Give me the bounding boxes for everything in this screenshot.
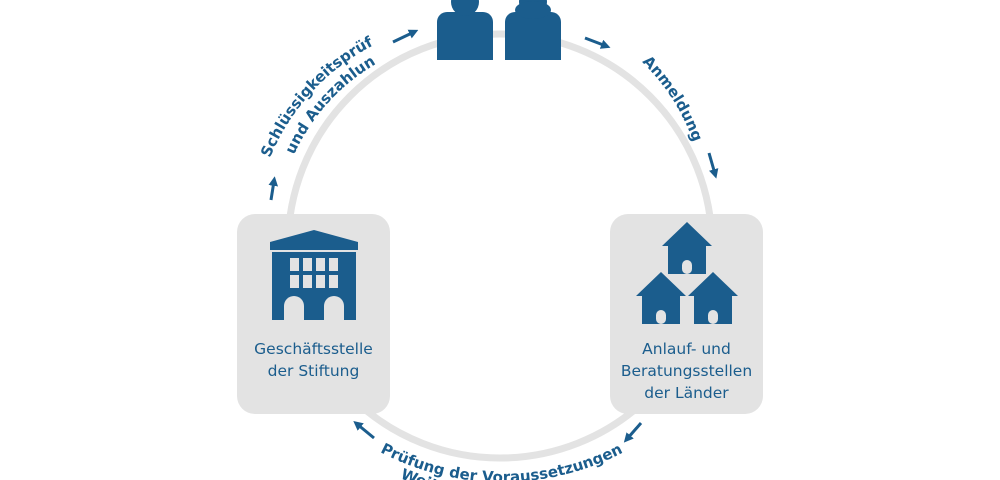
arrow-icon xyxy=(707,152,719,179)
arrow-icon xyxy=(353,420,375,440)
node-foundation-office: Geschäftsstelle der Stiftung xyxy=(237,214,390,414)
arrow-icon xyxy=(392,29,419,44)
node-regional-offices: Anlauf- und Beratungsstellen der Länder xyxy=(610,214,763,414)
node-label-line: Beratungsstellen xyxy=(620,362,753,380)
arrow-icon xyxy=(623,422,643,443)
houses-icon xyxy=(636,222,738,324)
node-label-office: Geschäftsstelle der Stiftung xyxy=(237,338,390,382)
node-label-line: der Länder xyxy=(644,384,729,402)
node-label-line: Anlauf- und xyxy=(642,340,731,358)
node-label-regional: Anlauf- und Beratungsstellen der Länder xyxy=(610,338,763,404)
node-label-line: Geschäftsstelle xyxy=(254,340,373,358)
people-icon xyxy=(437,0,561,60)
building-icon xyxy=(270,230,358,320)
arrow-icon xyxy=(268,176,278,201)
node-label-line: der Stiftung xyxy=(267,362,360,380)
arrow-icon xyxy=(584,36,611,49)
